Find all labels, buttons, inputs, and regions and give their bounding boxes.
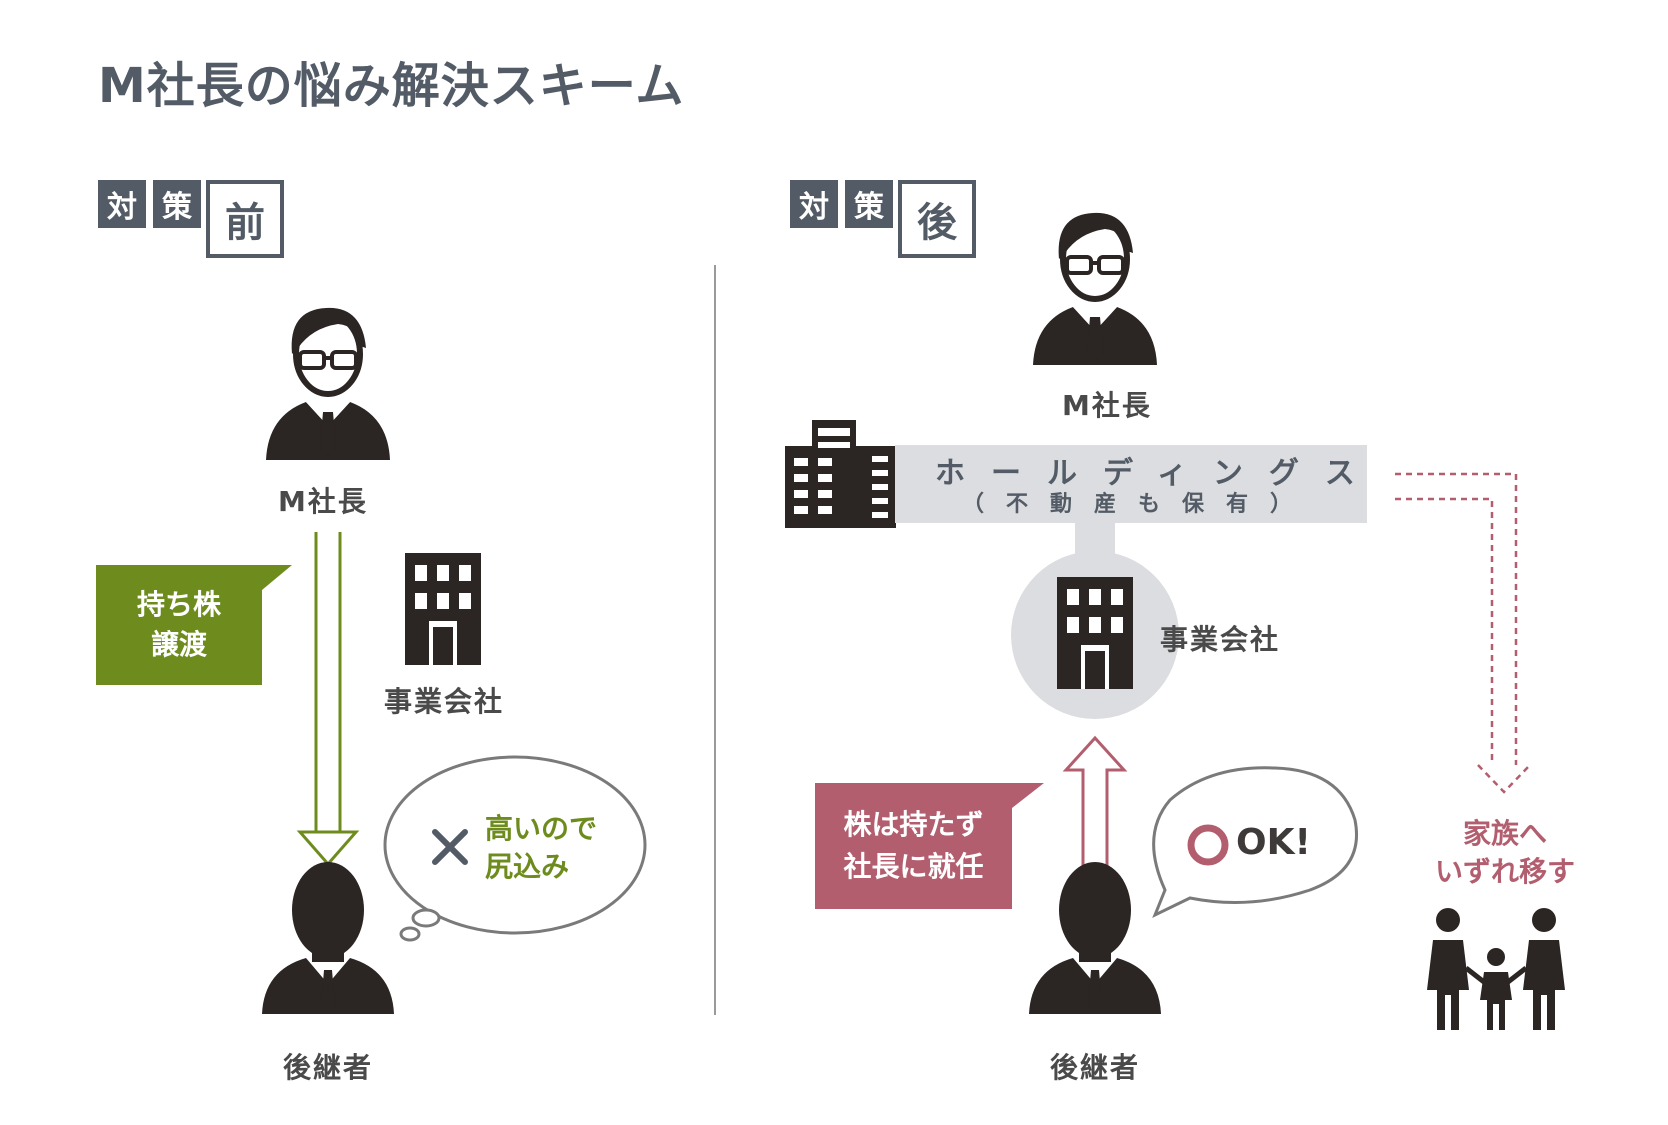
ok-circle-icon [1187,824,1229,866]
president-icon-after [1033,213,1157,365]
thought-bubble [383,755,647,942]
thought-line-1: 高いので [485,812,598,845]
callout-green-line-1: 持ち株 [136,588,221,621]
president-label-after: M社長 [1062,389,1152,422]
family-text-line-1: 家族へ [1462,817,1547,850]
cross-mark-icon [432,829,468,865]
company-building-icon-after [1057,577,1133,689]
family-icon [1427,908,1565,1030]
holdings-bar [895,445,1367,523]
callout-red-line-2: 社長に就任 [843,850,984,883]
callout-appointment: 株は持たず 社長に就任 [815,783,1012,909]
tag-taisaku-char-2-after: 策 [845,180,893,228]
callout-green-tail [262,565,292,590]
holdings-title: ホールディングス [935,456,1381,491]
tag-taisaku-char-2: 策 [153,180,201,228]
family-text: 家族へ いずれ移す [1420,815,1590,891]
transfer-arrow-green [296,532,360,867]
callout-red-tail [1012,783,1044,808]
thought-line-2: 尻込み [485,850,570,883]
holdings-building-icon [785,420,896,528]
speech-ok-text: OK! [1236,822,1311,863]
company-label-after: 事業会社 [1160,623,1281,656]
president-icon-before [266,308,390,460]
holdings-subtitle: （不動産も保有） [962,492,1315,517]
callout-green-line-2: 譲渡 [150,628,207,661]
family-text-line-2: いずれ移す [1434,855,1575,888]
president-label-before: M社長 [278,485,368,518]
successor-label-after: 後継者 [1050,1051,1141,1084]
speech-bubble [1152,766,1358,919]
callout-share-transfer: 持ち株 譲渡 [96,565,262,685]
tag-before: 前 [206,180,284,258]
successor-icon-before [262,862,394,1014]
page-title: M社長の悩み解決スキーム [98,58,685,114]
tag-after: 後 [898,180,976,258]
tag-taisaku-char-1: 対 [98,180,146,228]
successor-icon-after [1029,862,1161,1014]
tag-taisaku-char-1-after: 対 [790,180,838,228]
transfer-arrow-dashed [1395,472,1531,794]
appointment-arrow-up [1062,735,1128,875]
successor-label-before: 後継者 [283,1051,374,1084]
company-building-icon-before [405,553,481,665]
company-label-before: 事業会社 [384,685,505,718]
thought-text: 高いので 尻込み [485,810,597,886]
callout-red-line-1: 株は持たず [843,808,984,841]
